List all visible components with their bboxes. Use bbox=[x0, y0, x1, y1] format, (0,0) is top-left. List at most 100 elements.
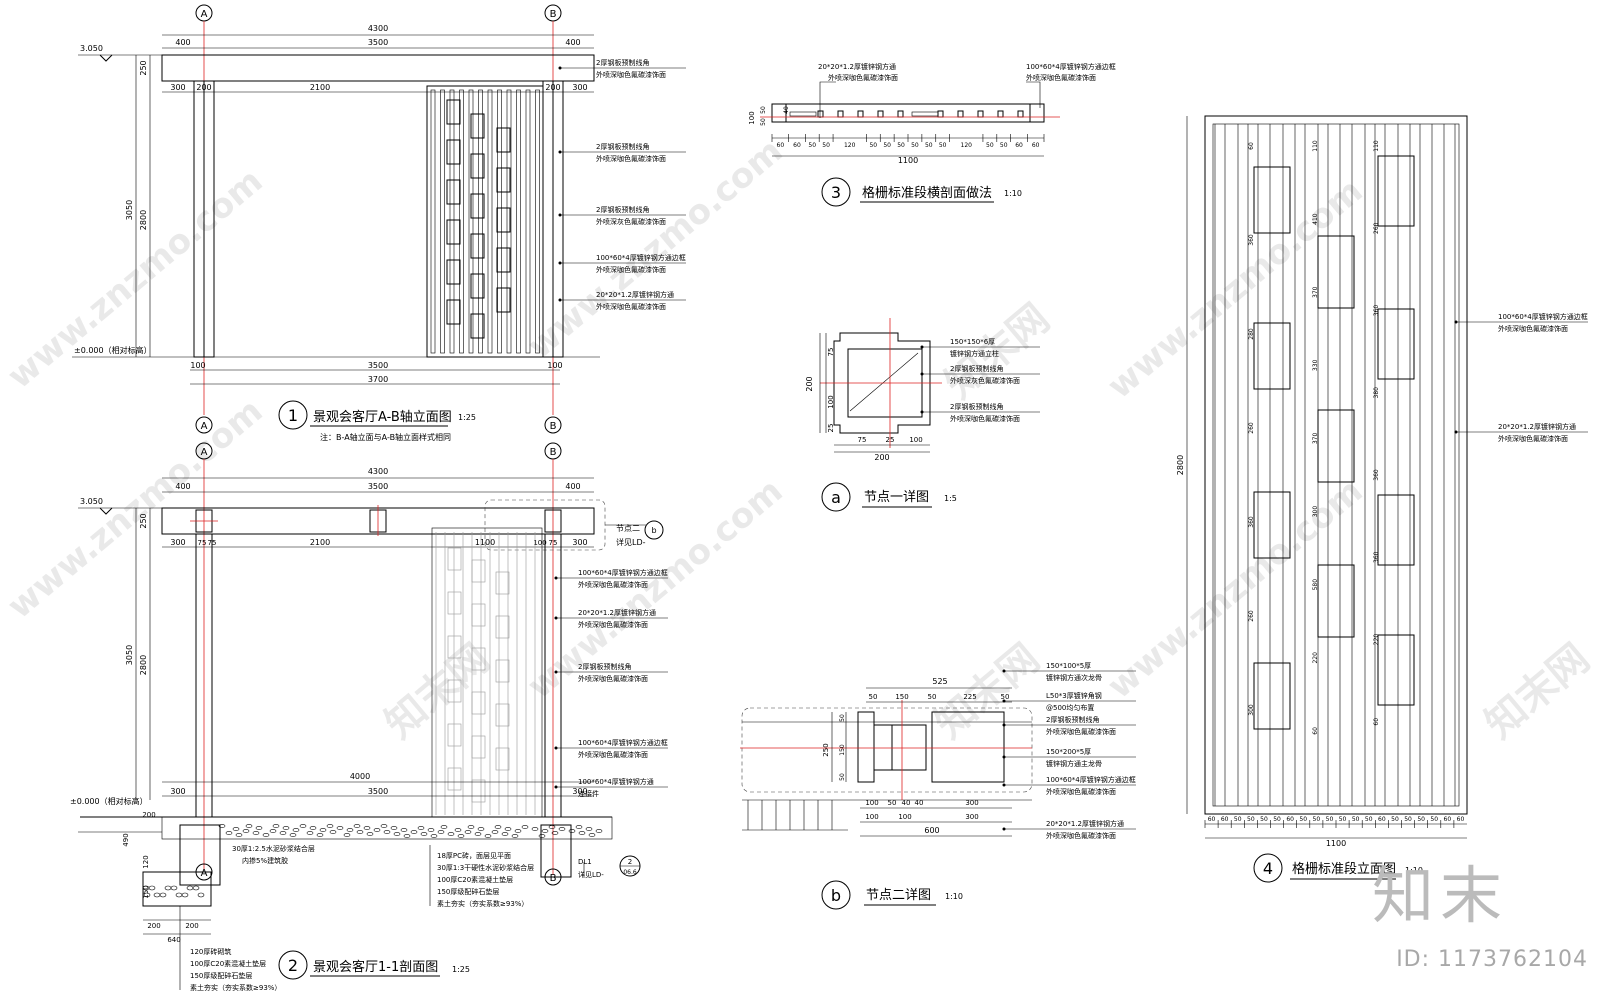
gravel-stone bbox=[363, 826, 371, 830]
callout-text: 100*60*4厚镀锌钢方通边框 bbox=[1046, 775, 1136, 784]
dim-text: 100 bbox=[909, 436, 922, 444]
dim-text: 60 bbox=[1378, 816, 1386, 823]
dim-text: 75 bbox=[827, 348, 835, 357]
paving-note: 150厚级配碎石垫层 bbox=[437, 887, 499, 896]
drawing-scale: 1:25 bbox=[452, 965, 470, 974]
dim-text: 60 bbox=[1444, 816, 1452, 823]
dim-text: 490 bbox=[122, 833, 130, 846]
foundation-footing-left bbox=[179, 824, 221, 886]
grille-box-light bbox=[471, 647, 486, 671]
callout-text: 外喷深咖色氟碳漆饰面 bbox=[950, 414, 1020, 423]
beam-section-right bbox=[544, 509, 562, 533]
callout-text: 100*60*4厚镀锌钢方通边框 bbox=[1498, 312, 1588, 321]
tube-section bbox=[837, 110, 844, 118]
dim-text: 50 bbox=[1313, 816, 1321, 823]
paving-note: 30厚1:3干硬性水泥砂浆结合层 bbox=[437, 863, 534, 872]
dl-ref: 06.6 bbox=[623, 869, 637, 876]
grille-box bbox=[1377, 634, 1415, 706]
drawing-number-circle bbox=[821, 482, 851, 512]
grille-frame-right bbox=[1029, 103, 1045, 123]
dim-text: 60 bbox=[777, 142, 785, 149]
dim-text: 280 bbox=[1248, 328, 1255, 340]
watermark-logo-2: 知末网 bbox=[927, 635, 1048, 747]
dim-text: 50 bbox=[1417, 816, 1425, 823]
dim-text: 400 bbox=[175, 482, 190, 491]
dim-text: 50 bbox=[869, 693, 878, 701]
dim-text: 260 bbox=[1248, 610, 1255, 622]
gravel-stone bbox=[306, 831, 314, 835]
dim-text: 360 bbox=[1373, 469, 1380, 481]
column-profile-outer bbox=[833, 332, 931, 434]
grille-box-light bbox=[447, 591, 462, 615]
callout-text: 镀锌钢方通立柱 bbox=[950, 349, 999, 358]
axis-label-a-bottom: A bbox=[201, 868, 208, 879]
dim-text: 3500 bbox=[368, 361, 388, 370]
dim-text: 75 bbox=[858, 436, 867, 444]
gravel-stone bbox=[373, 828, 381, 832]
gravel-stone bbox=[403, 834, 411, 838]
drawing-number-circle bbox=[821, 177, 851, 207]
gravel-stone bbox=[575, 825, 583, 829]
frame-section-left bbox=[857, 711, 875, 783]
dim-text: 2800 bbox=[139, 655, 148, 675]
grille-box bbox=[496, 207, 511, 233]
callout-text: 100*60*4厚镀锌钢方通 bbox=[578, 777, 654, 786]
drawing-number: b bbox=[831, 886, 841, 905]
foundation-base-left bbox=[142, 871, 212, 907]
grille-box-light bbox=[471, 559, 486, 583]
node-ref-text: 详见LD- bbox=[616, 537, 646, 547]
tube-section bbox=[957, 110, 964, 118]
gravel-stone bbox=[568, 829, 576, 833]
callout-text: 外喷深咖色氟碳漆饰面 bbox=[1498, 434, 1568, 443]
dim-text: 200 bbox=[185, 922, 198, 930]
roof-beam bbox=[161, 54, 595, 82]
grille-box-light bbox=[495, 659, 510, 683]
dim-text: 50 bbox=[1430, 816, 1438, 823]
dim-text: 360 bbox=[1248, 516, 1255, 528]
grille-box bbox=[446, 99, 461, 125]
drawing-number: 3 bbox=[831, 183, 841, 202]
gravel-stone bbox=[511, 834, 519, 838]
dim-text: 2800 bbox=[1176, 455, 1185, 475]
drawing4-grille-elevation: 6036028026036026030011041037033037030058… bbox=[1176, 115, 1588, 883]
axis-label-b: B bbox=[550, 9, 557, 20]
callout-group: 150*100*5厚镀锌钢方通次龙骨L50*3厚镀锌角钢@500均匀布置2厚钢板… bbox=[1002, 662, 1136, 840]
dim-text: 400 bbox=[565, 38, 580, 47]
drawingB-node2: 525 50 150 50 225 50 250 50 150 50 100 5… bbox=[740, 662, 1136, 910]
grille-box bbox=[1377, 494, 1415, 566]
dim-text: 300 bbox=[572, 787, 587, 796]
leader-dot bbox=[558, 261, 562, 265]
grille-box bbox=[446, 139, 461, 165]
dim-text: 100 bbox=[190, 361, 205, 370]
drawing-scale: 1:10 bbox=[945, 892, 963, 901]
leader-dot bbox=[554, 616, 558, 620]
dim-text: 300 bbox=[170, 538, 185, 547]
grille-bars-light bbox=[435, 532, 536, 815]
gravel-stone bbox=[538, 834, 546, 838]
gravel-stone bbox=[245, 824, 253, 828]
dim-text: 60 bbox=[1015, 142, 1023, 149]
gravel-stone bbox=[417, 826, 425, 830]
callout-text: 外喷深咖色氟碳漆饰面 bbox=[596, 302, 666, 311]
grille-bar bbox=[478, 89, 483, 354]
dim-text: 50 bbox=[928, 693, 937, 701]
dim-text: 50 bbox=[1001, 693, 1010, 701]
axis-bubble-a-bottom bbox=[195, 863, 213, 881]
dim-text: 600 bbox=[924, 826, 939, 835]
gravel-stone bbox=[558, 827, 566, 831]
dim-text: 3500 bbox=[368, 787, 388, 796]
grille-bar bbox=[487, 89, 493, 354]
drawing-title: 景观会客厅A-B轴立面图 bbox=[313, 409, 452, 425]
grille-bar bbox=[525, 89, 531, 354]
dim-text: 50 bbox=[1391, 816, 1399, 823]
dim-text: 150 bbox=[839, 744, 846, 756]
leader-dot bbox=[920, 410, 924, 414]
grille-box-light bbox=[495, 747, 510, 771]
callout-text: 2厚钢板预制线角 bbox=[950, 364, 1003, 373]
gravel-stone bbox=[514, 829, 522, 833]
grille-box bbox=[1377, 308, 1415, 380]
dim-text: 25 bbox=[886, 436, 895, 444]
grille-box-light bbox=[447, 723, 462, 747]
